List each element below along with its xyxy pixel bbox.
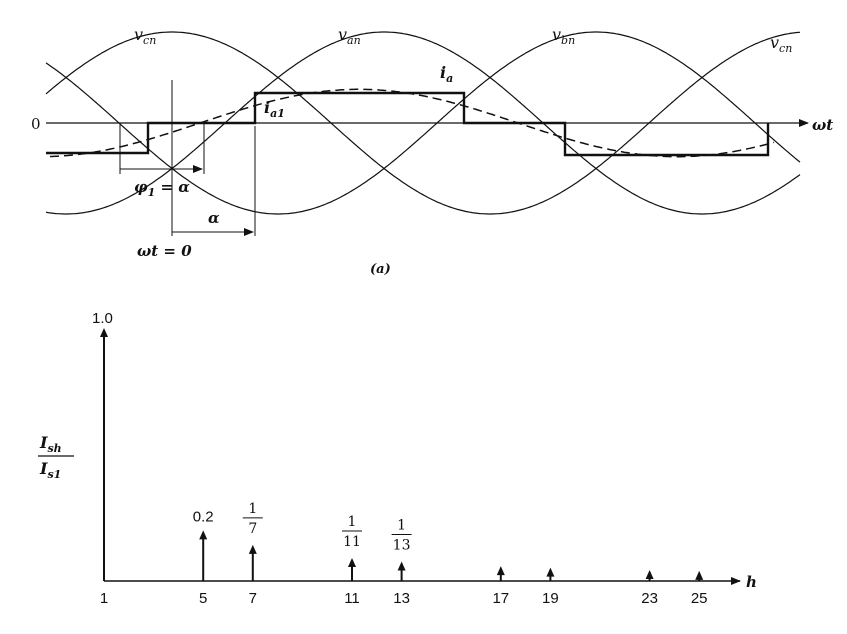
harmonic-tick-17: 17 <box>492 590 509 607</box>
value-label-h13-denominator: 13 <box>393 538 411 554</box>
value-label-h7-denominator: 7 <box>248 521 257 537</box>
van-label: van <box>338 25 361 47</box>
harmonic-1-arrowhead <box>100 328 108 337</box>
axis-zero-label: 0 <box>31 115 41 133</box>
vcn-right-label: vcn <box>770 33 792 55</box>
harmonic-11-arrowhead <box>348 558 356 567</box>
value-label-h11-numerator: 1 <box>348 514 357 530</box>
vcn-left-label: vcn <box>134 25 156 47</box>
harmonic-tick-5: 5 <box>199 590 207 607</box>
spectrum-x-axis-label: h <box>746 573 757 591</box>
harmonic-tick-11: 11 <box>344 590 360 607</box>
harmonic-5-arrowhead <box>199 530 208 540</box>
harmonic-23-arrowhead <box>645 570 654 580</box>
waveform-panel: 0 ωt vcn van vbn vcn ia ia1 φ1 = α α ωt … <box>31 25 833 277</box>
harmonic-tick-1: 1 <box>100 590 108 607</box>
harmonic-tick-19: 19 <box>542 590 559 607</box>
value-label-h11-denominator: 11 <box>343 534 361 550</box>
ia-current-waveform <box>46 91 770 157</box>
harmonic-tick-23: 23 <box>641 590 658 607</box>
y-label-numerator: Ish <box>39 433 62 455</box>
harmonic-7-arrowhead <box>248 544 257 554</box>
wt0-label: ωt = 0 <box>137 242 192 260</box>
vcn-waveform <box>45 31 801 215</box>
harmonic-19-arrowhead <box>546 567 555 577</box>
value-label-h7-numerator: 1 <box>248 501 257 517</box>
harmonic-tick-7: 7 <box>249 590 257 607</box>
figure-caption-a: (a) <box>370 262 391 277</box>
harmonic-13-arrowhead <box>397 561 406 571</box>
vbn-label: vbn <box>552 25 575 47</box>
harmonic-17-arrowhead <box>496 566 505 576</box>
ia1-label: ia1 <box>264 98 285 120</box>
alpha-label: α <box>208 209 220 227</box>
phi-alpha-label: φ1 = α <box>134 178 190 199</box>
omega-t-axis-label: ωt <box>812 116 833 134</box>
harmonic-25-arrowhead <box>695 570 704 580</box>
value-label-h13-numerator: 1 <box>397 518 406 534</box>
y-label-denominator: Is1 <box>39 459 61 481</box>
ia-label: ia <box>440 63 453 85</box>
harmonic-tick-13: 13 <box>393 590 410 607</box>
y-top-label: 1.0 <box>92 310 113 327</box>
value-label-h5: 0.2 <box>193 508 214 525</box>
harmonic-tick-25: 25 <box>691 590 708 607</box>
